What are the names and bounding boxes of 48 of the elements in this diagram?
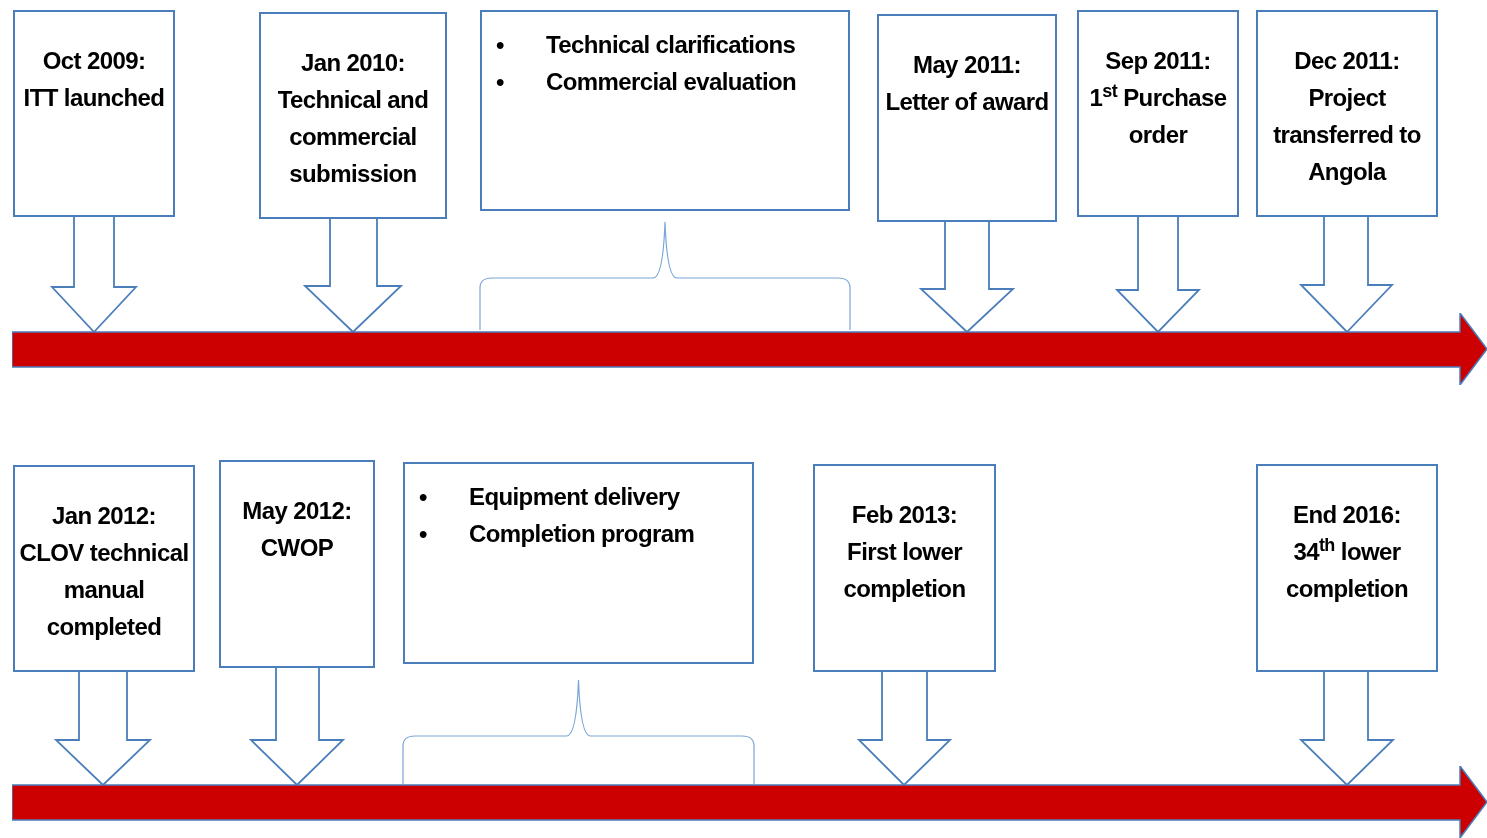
callout-box bbox=[877, 14, 1057, 222]
bullet-item-text: Technical clarifications bbox=[546, 30, 796, 60]
callout-box bbox=[403, 462, 754, 664]
date-heading: May 2012: bbox=[242, 496, 352, 526]
block-arrow bbox=[856, 671, 953, 787]
date-heading: Jan 2012: bbox=[52, 501, 156, 531]
milestone-text: Technical and commercial submission bbox=[276, 85, 430, 189]
milestone-text: Project transferred to Angola bbox=[1272, 83, 1422, 187]
bullet-mark: • bbox=[496, 30, 505, 60]
milestone-text: First lower completion bbox=[842, 537, 967, 604]
date-heading: May 2011: bbox=[913, 50, 1021, 80]
date-heading: Feb 2013: bbox=[851, 500, 958, 530]
date-heading: Sep 2011: bbox=[1105, 46, 1211, 76]
timeline-arrow bbox=[12, 313, 1487, 385]
milestone-text: ITT launched bbox=[23, 83, 165, 113]
callout-box bbox=[1256, 464, 1438, 672]
bullet-mark: • bbox=[419, 482, 428, 512]
bullet-item-text: Completion program bbox=[469, 519, 695, 549]
milestone-text: 34$^{th}$ lower completion bbox=[1285, 534, 1409, 604]
callout-box bbox=[1256, 10, 1438, 217]
date-heading: Oct 2009: bbox=[42, 46, 146, 76]
bullet-item-text: Commercial evaluation bbox=[546, 67, 797, 97]
block-arrow bbox=[302, 218, 404, 334]
milestone-text: CWOP bbox=[260, 533, 334, 563]
date-heading: Jan 2010: bbox=[301, 48, 405, 78]
date-heading: End 2016: bbox=[1293, 500, 1401, 530]
block-arrow bbox=[1114, 216, 1202, 334]
callout-box bbox=[259, 12, 447, 219]
callout-box bbox=[1077, 10, 1239, 217]
bullet-mark: • bbox=[419, 519, 428, 549]
block-arrow bbox=[1298, 671, 1396, 787]
bullet-item-text: Equipment delivery bbox=[469, 482, 680, 512]
date-heading: Dec 2011: bbox=[1294, 46, 1400, 76]
callout-box bbox=[13, 465, 195, 672]
milestone-text: CLOV technical manual completed bbox=[19, 538, 189, 642]
timeline-arrow bbox=[12, 766, 1487, 838]
block-arrow bbox=[918, 221, 1016, 334]
callout-box bbox=[219, 460, 375, 668]
block-arrow bbox=[1298, 216, 1395, 334]
callout-box bbox=[480, 10, 850, 211]
bullet-mark: • bbox=[496, 67, 505, 97]
block-arrow bbox=[248, 667, 346, 787]
milestone-text: Letter of award bbox=[885, 87, 1049, 117]
milestone-text: 1$^{st}$ Purchase order bbox=[1088, 80, 1228, 150]
block-arrow bbox=[53, 671, 153, 787]
callout-box bbox=[13, 10, 175, 217]
block-arrow bbox=[49, 216, 139, 334]
callout-box bbox=[813, 464, 996, 672]
